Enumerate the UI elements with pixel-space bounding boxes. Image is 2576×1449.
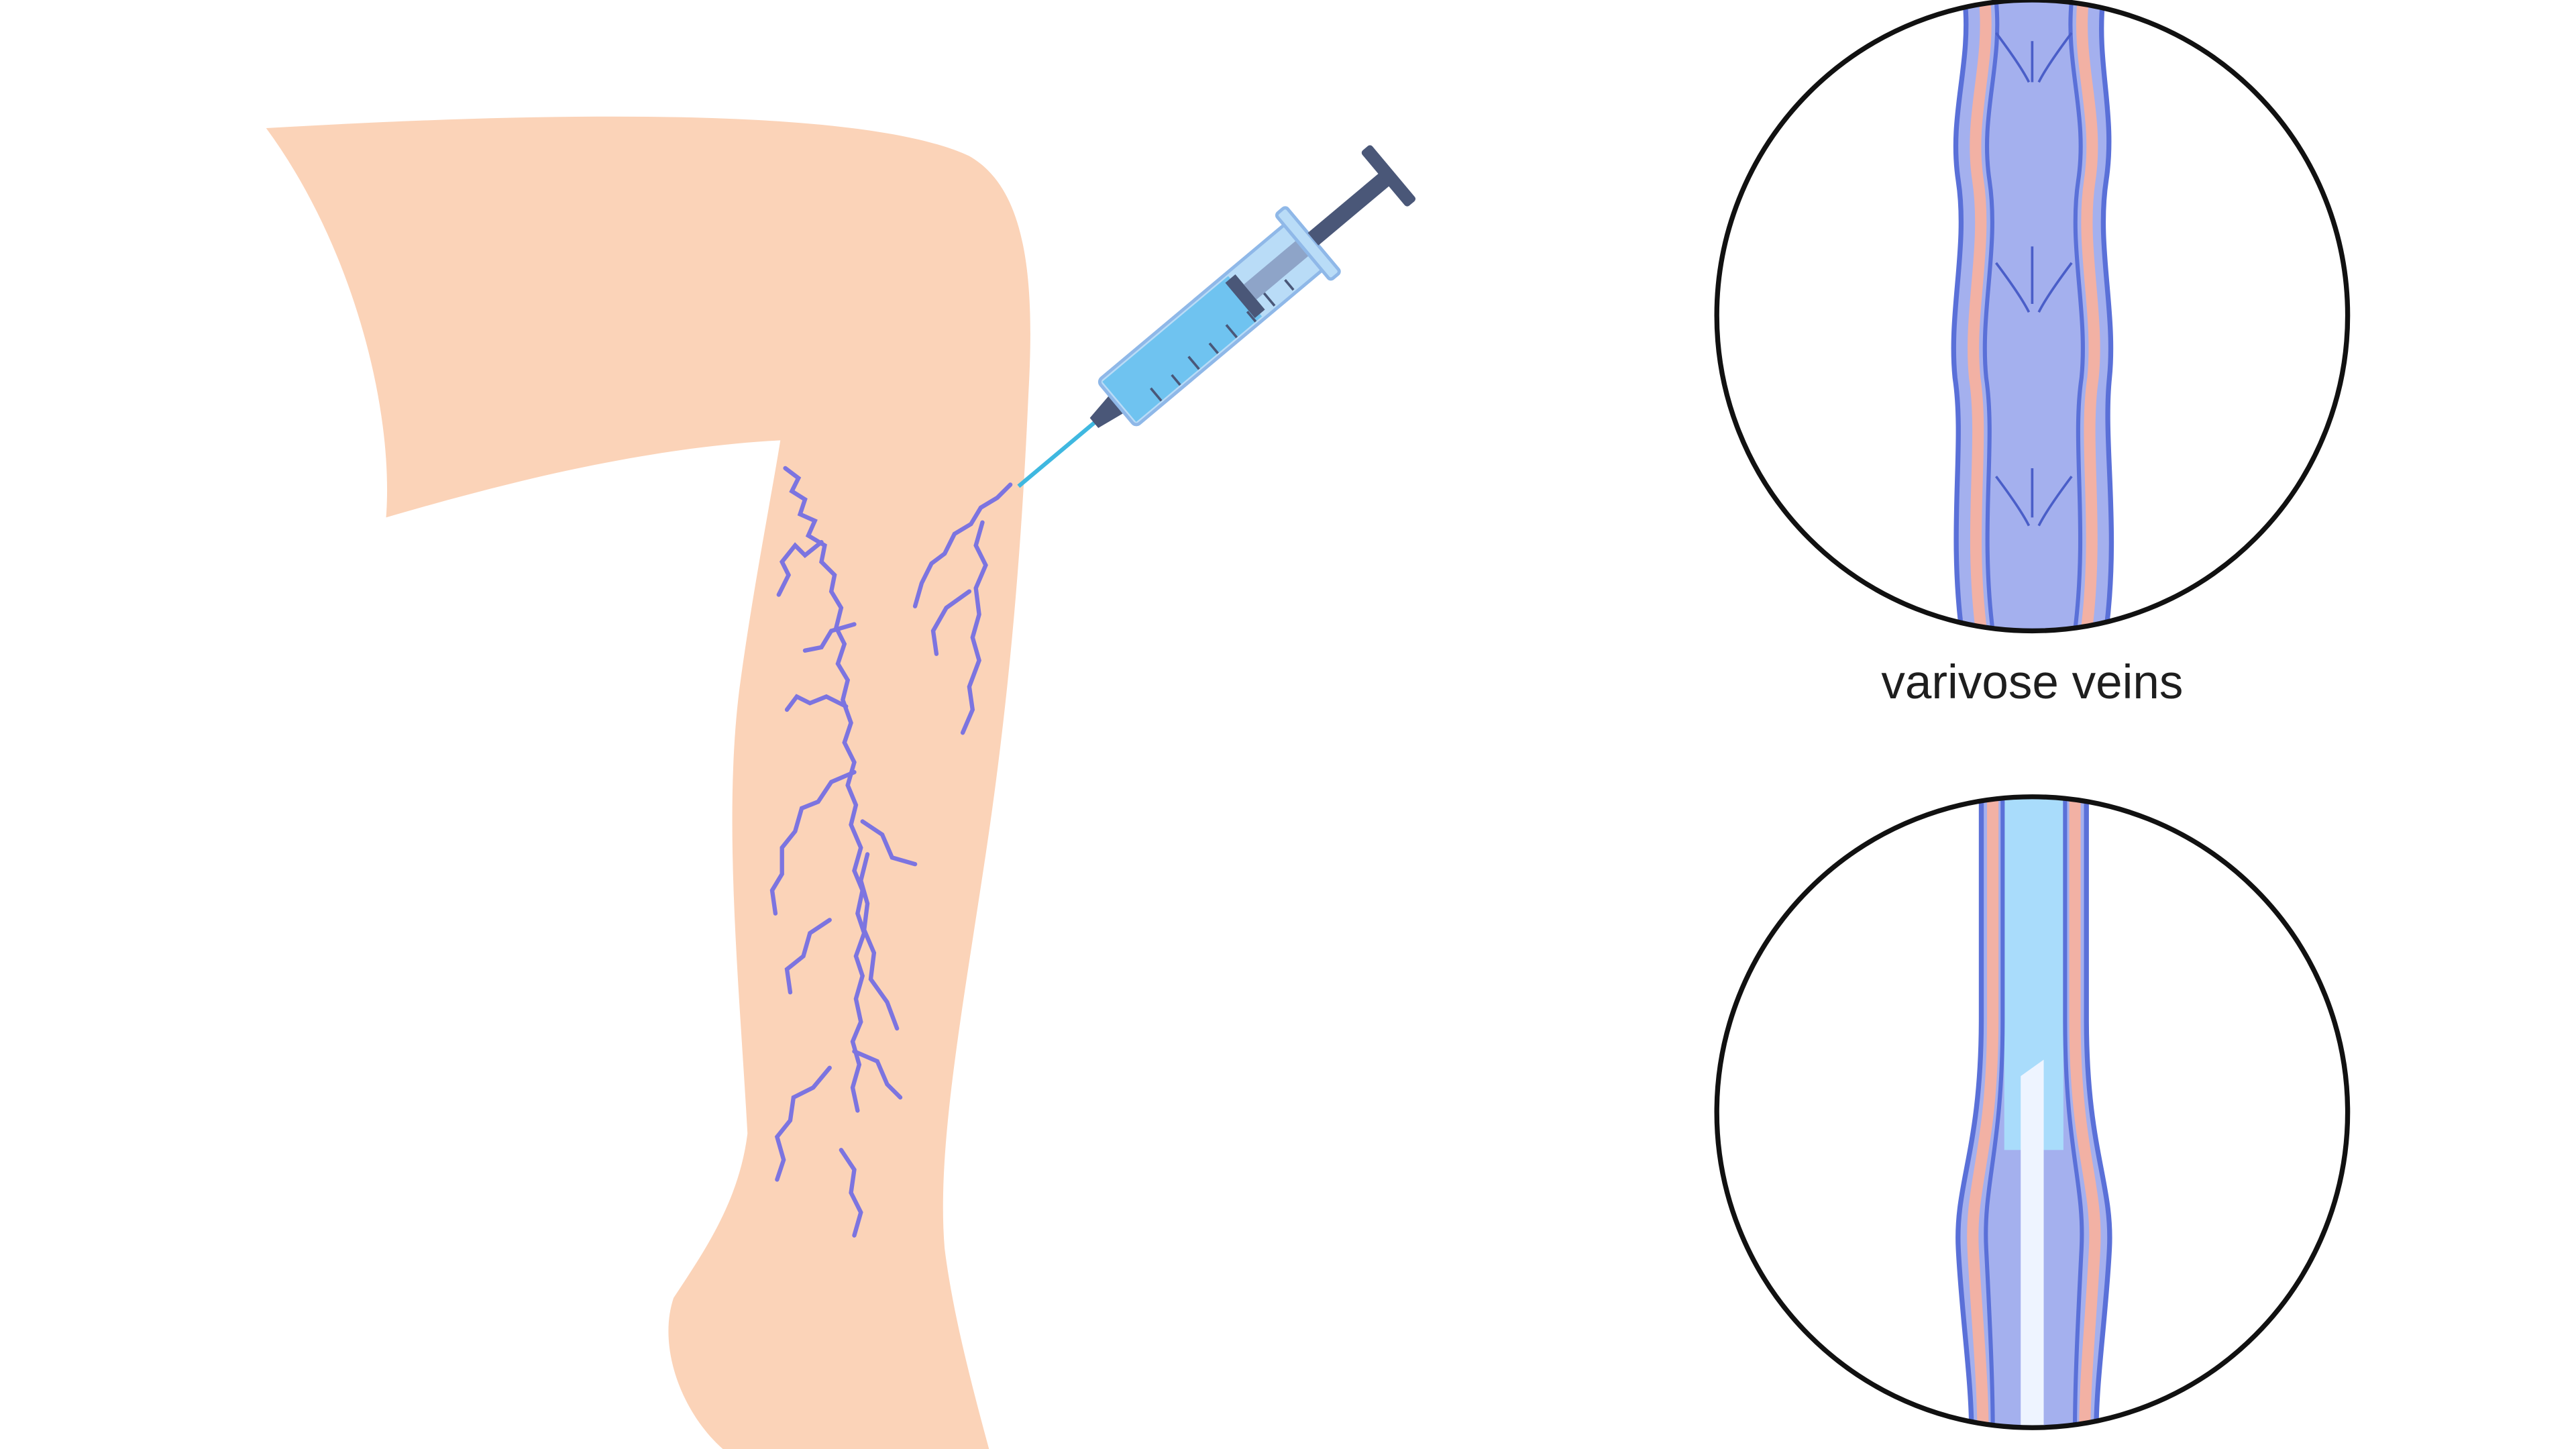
vein-magnifier-before	[1714, 0, 2351, 633]
syringe-icon	[1017, 145, 1416, 488]
varicose-veins	[769, 466, 1013, 1238]
leg-illustration	[266, 116, 1030, 1449]
caption: varivose veins	[1881, 656, 2183, 709]
vein-magnifier-after	[1714, 794, 2351, 1430]
